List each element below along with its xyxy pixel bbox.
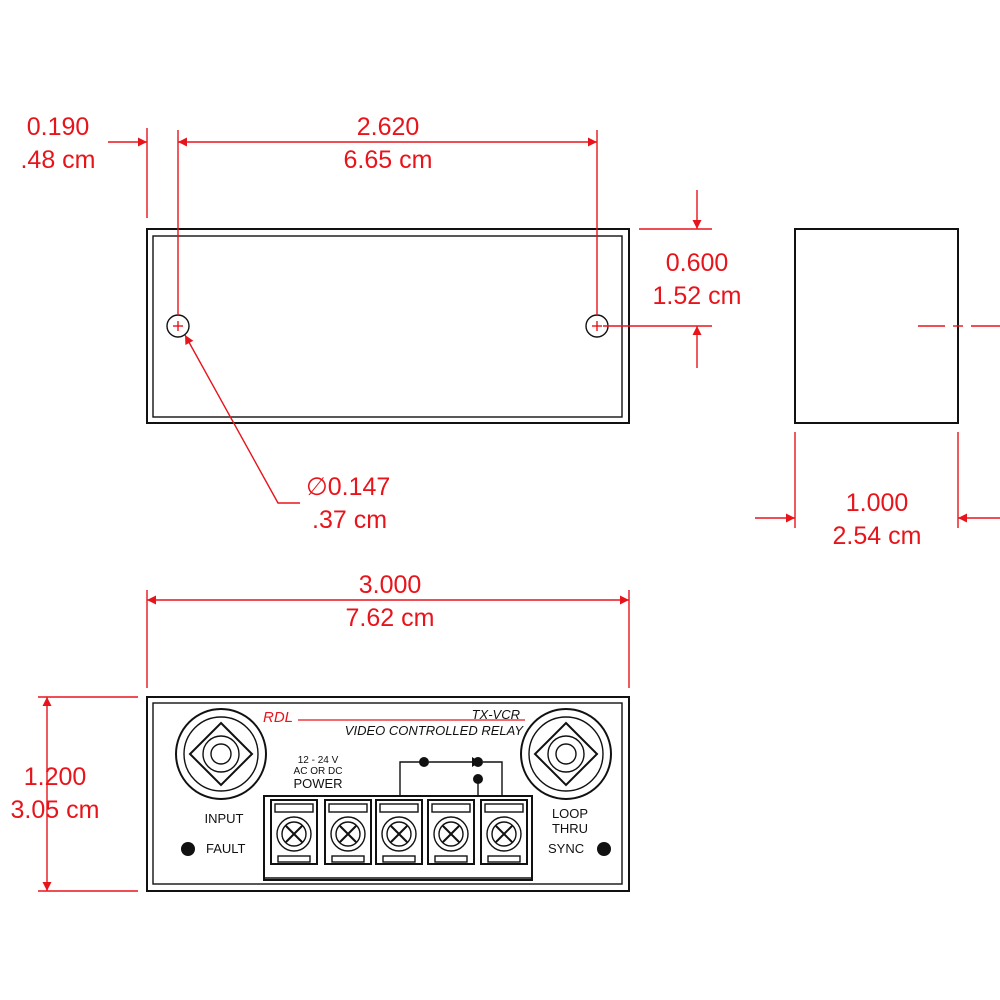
- hole-height-in: 0.600: [666, 249, 729, 277]
- top-view-inner-outline: [152, 235, 623, 418]
- terminal-block: [263, 795, 533, 881]
- top-view-outer-outline: [146, 228, 630, 424]
- edge-offset-cm: .48 cm: [20, 146, 95, 174]
- screw-terminal-icon: [270, 799, 318, 865]
- width-cm: 7.62 cm: [346, 604, 435, 632]
- edge-offset-in: 0.190: [27, 113, 90, 141]
- top-view: 0.190 .48 cm 2.620 6.65 cm 0.600 1.52 cm…: [20, 113, 741, 534]
- hole-spacing-in: 2.620: [357, 113, 420, 141]
- hole-diameter-leader: [184, 334, 300, 504]
- bnc-connector-icon: [520, 708, 612, 800]
- fault-label: FAULT: [206, 841, 246, 856]
- front-view: 3.000 7.62 cm 1.200 3.05 cm RDL TX-VCR V…: [11, 571, 630, 892]
- power-voltage-label: 12 - 24 V: [298, 755, 339, 766]
- bnc-connector-icon: [175, 708, 267, 800]
- height-in: 1.200: [24, 763, 87, 791]
- side-view: 1.000 2.54 cm: [755, 228, 1000, 550]
- depth-cm: 2.54 cm: [833, 522, 922, 550]
- power-label: POWER: [293, 776, 342, 791]
- model-label: TX-VCR: [472, 707, 520, 722]
- front-panel-outer: [146, 696, 630, 892]
- screw-terminal-icon: [427, 799, 475, 865]
- hole-height-cm: 1.52 cm: [653, 282, 742, 310]
- screw-terminal-icon: [324, 799, 372, 865]
- screw-terminal-icon: [375, 799, 423, 865]
- product-name-label: VIDEO CONTROLLED RELAY: [345, 723, 525, 738]
- screw-terminal-icon: [480, 799, 528, 865]
- depth-in: 1.000: [846, 489, 909, 517]
- led-indicator-icon: [597, 842, 611, 856]
- relay-contact-icon: [399, 757, 503, 796]
- thru-label: THRU: [552, 821, 588, 836]
- sync-label: SYNC: [548, 841, 584, 856]
- power-type-label: AC OR DC: [294, 766, 343, 777]
- hole-diameter-in: ∅0.147: [306, 473, 390, 501]
- brand-label: RDL: [263, 709, 293, 726]
- width-in: 3.000: [359, 571, 422, 599]
- hole-spacing-cm: 6.65 cm: [344, 146, 433, 174]
- front-panel-inner: [152, 702, 623, 885]
- mounting-hole-left: [166, 314, 190, 338]
- loop-label: LOOP: [552, 806, 588, 821]
- hole-diameter-cm: .37 cm: [312, 506, 387, 534]
- input-label: INPUT: [205, 811, 244, 826]
- height-cm: 3.05 cm: [11, 796, 100, 824]
- led-indicator-icon: [181, 842, 195, 856]
